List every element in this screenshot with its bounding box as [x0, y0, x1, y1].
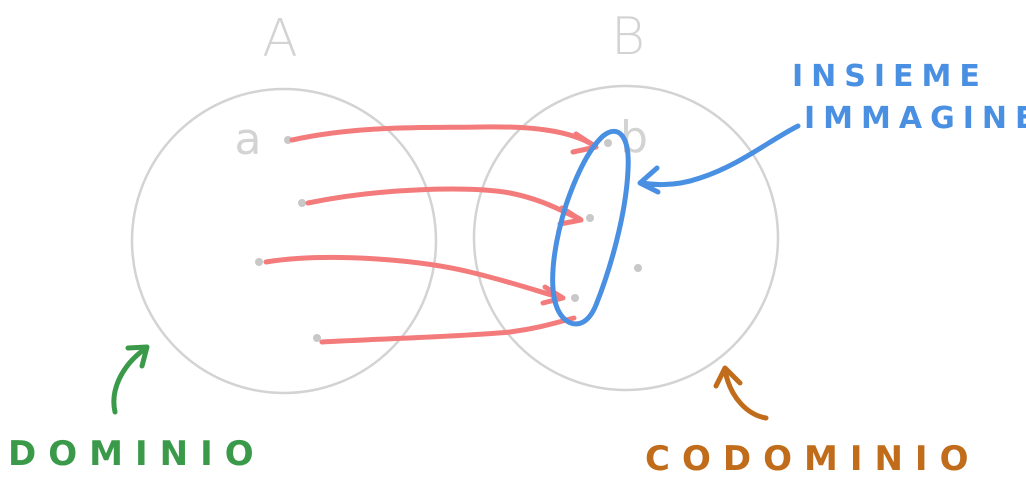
codominio-label: CODOMINIO: [645, 439, 980, 479]
set-b-title: B: [611, 7, 645, 67]
dominio-label: DOMINIO: [8, 434, 266, 474]
set-b-circle: [472, 84, 780, 392]
dominio-pointer-arrow: [111, 344, 150, 415]
mapping-arrow-4: [319, 315, 577, 345]
codomain-point-3: [634, 264, 642, 272]
codomain-point-1: [604, 139, 612, 147]
domain-point-4: [313, 334, 321, 342]
domain-point-3: [255, 258, 263, 266]
codomain-point-2: [586, 214, 594, 222]
mapping-arrow-1: [289, 124, 599, 155]
image-set-pointer-arrow: [637, 123, 801, 195]
set-a-circle: [130, 87, 438, 395]
mapping-arrow-3: [263, 254, 566, 306]
image-set-label-line2: IMMAGINE: [804, 101, 1026, 136]
image-set-outline: [550, 128, 631, 327]
codomain-point-4: [571, 294, 579, 302]
codominio-pointer-arrow: [713, 365, 769, 421]
image-set-label-line1: INSIEME: [792, 59, 988, 94]
set-a-title: A: [262, 9, 298, 69]
domain-point-1: [284, 136, 292, 144]
mapping-arrow-2: [305, 186, 584, 227]
domain-point-2: [298, 199, 306, 207]
element-a-label: a: [235, 114, 262, 165]
